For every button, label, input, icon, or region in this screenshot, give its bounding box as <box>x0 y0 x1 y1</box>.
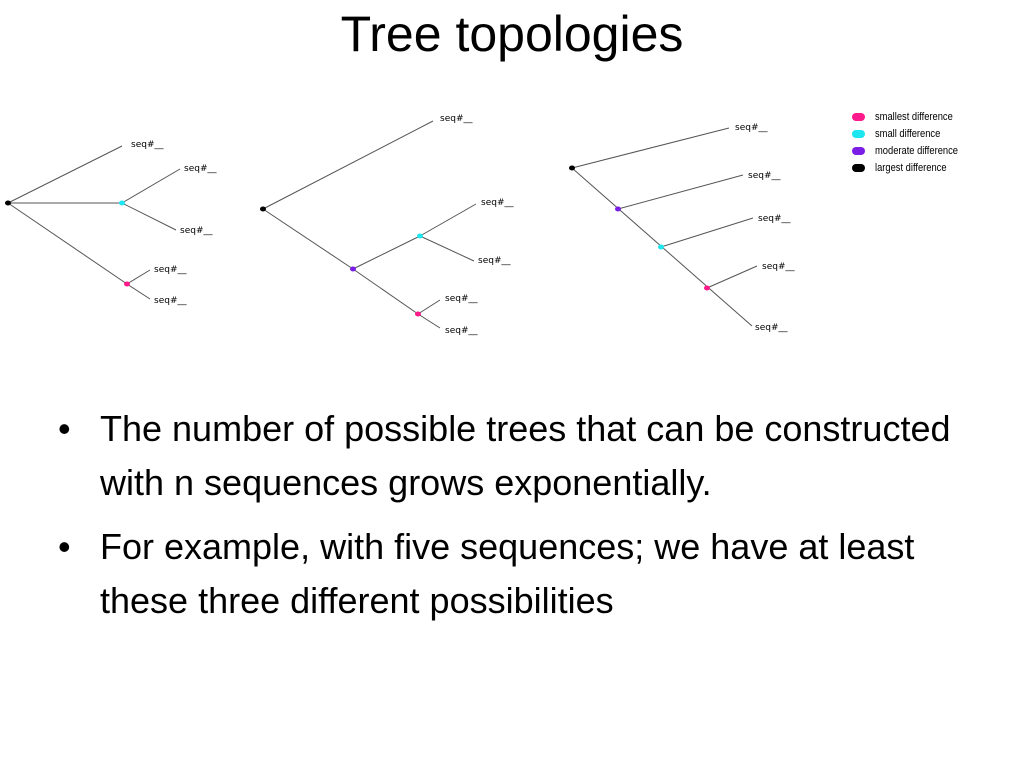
bullet-marker: • <box>58 408 71 449</box>
legend-label: largest difference <box>875 161 947 174</box>
tree-2-branch <box>352 235 421 270</box>
legend-label: moderate difference <box>875 144 958 157</box>
tree-1-leaf-label: seq#__ <box>184 164 217 174</box>
tree-3: seq#__ seq#__ seq#__ seq#__ seq#__ <box>569 123 795 333</box>
tree-3-internal-node <box>615 206 621 212</box>
tree-3-leaf-label: seq#__ <box>758 214 791 224</box>
legend-label: small difference <box>875 127 941 140</box>
slide-title: Tree topologies <box>340 6 684 62</box>
tree-3-leaf-label: seq#__ <box>748 171 781 181</box>
tree-3-leaf-label: seq#__ <box>762 262 795 272</box>
tree-2-branch <box>419 203 477 237</box>
tree-2-leaf-label: seq#__ <box>445 294 478 304</box>
tree-3-branch <box>617 174 744 210</box>
tree-2-internal-node <box>417 233 423 239</box>
legend-swatch <box>852 163 865 172</box>
tree-1-leaf-label: seq#__ <box>154 296 187 306</box>
legend: smallest difference small difference mod… <box>852 108 1002 176</box>
legend-label: smallest difference <box>875 110 953 123</box>
bullet-item: • The number of possible trees that can … <box>58 402 958 510</box>
tree-1-branch <box>121 202 177 231</box>
tree-2-branch <box>419 235 475 262</box>
tree-3-leaf-label: seq#__ <box>735 123 768 133</box>
legend-swatch <box>852 112 865 121</box>
tree-1-internal-node <box>119 200 125 206</box>
tree-3-branch <box>706 265 758 289</box>
tree-1-leaf-label: seq#__ <box>180 226 213 236</box>
tree-1: seq#__ seq#__ seq#__ seq#__ seq#__ <box>5 140 217 306</box>
tree-3-internal-node <box>704 285 710 291</box>
bullet-list: • The number of possible trees that can … <box>58 402 958 638</box>
tree-2-branch <box>352 268 419 315</box>
tree-2-internal-node <box>415 311 421 317</box>
tree-2: seq#__ seq#__ seq#__ seq#__ seq#__ <box>260 114 514 336</box>
tree-1-leaf-label: seq#__ <box>154 265 187 275</box>
tree-1-branch <box>126 283 151 300</box>
legend-swatch <box>852 129 865 138</box>
bullet-marker: • <box>58 526 71 567</box>
tree-2-internal-node <box>350 266 356 272</box>
tree-1-branch <box>7 202 128 285</box>
tree-2-leaf-label: seq#__ <box>445 326 478 336</box>
bullet-item: • For example, with five sequences; we h… <box>58 520 958 628</box>
tree-1-internal-node <box>124 281 130 287</box>
tree-2-leaf-label: seq#__ <box>478 256 511 266</box>
tree-1-branch <box>126 269 151 285</box>
tree-2-root-node <box>260 206 266 212</box>
tree-2-branch <box>262 208 354 270</box>
legend-item-largest: largest difference <box>852 159 1002 176</box>
tree-2-branch <box>417 299 441 315</box>
legend-item-moderate: moderate difference <box>852 142 1002 159</box>
tree-2-branch <box>262 120 434 210</box>
tree-1-leaf-label: seq#__ <box>131 140 164 150</box>
bullet-text: The number of possible trees that can be… <box>100 408 951 503</box>
tree-3-branch <box>571 127 730 169</box>
legend-item-smallest: smallest difference <box>852 108 1002 125</box>
legend-swatch <box>852 146 865 155</box>
tree-3-branch <box>660 217 754 248</box>
tree-1-branch <box>7 145 123 204</box>
tree-2-leaf-label: seq#__ <box>440 114 473 124</box>
legend-item-small: small difference <box>852 125 1002 142</box>
tree-1-root-node <box>5 200 11 206</box>
bullet-text: For example, with five sequences; we hav… <box>100 526 915 621</box>
tree-1-branch <box>121 168 181 204</box>
tree-2-leaf-label: seq#__ <box>481 198 514 208</box>
tree-3-root-node <box>569 165 575 171</box>
tree-3-leaf-label: seq#__ <box>755 323 788 333</box>
tree-2-branch <box>417 313 441 329</box>
tree-3-internal-node <box>658 244 664 250</box>
